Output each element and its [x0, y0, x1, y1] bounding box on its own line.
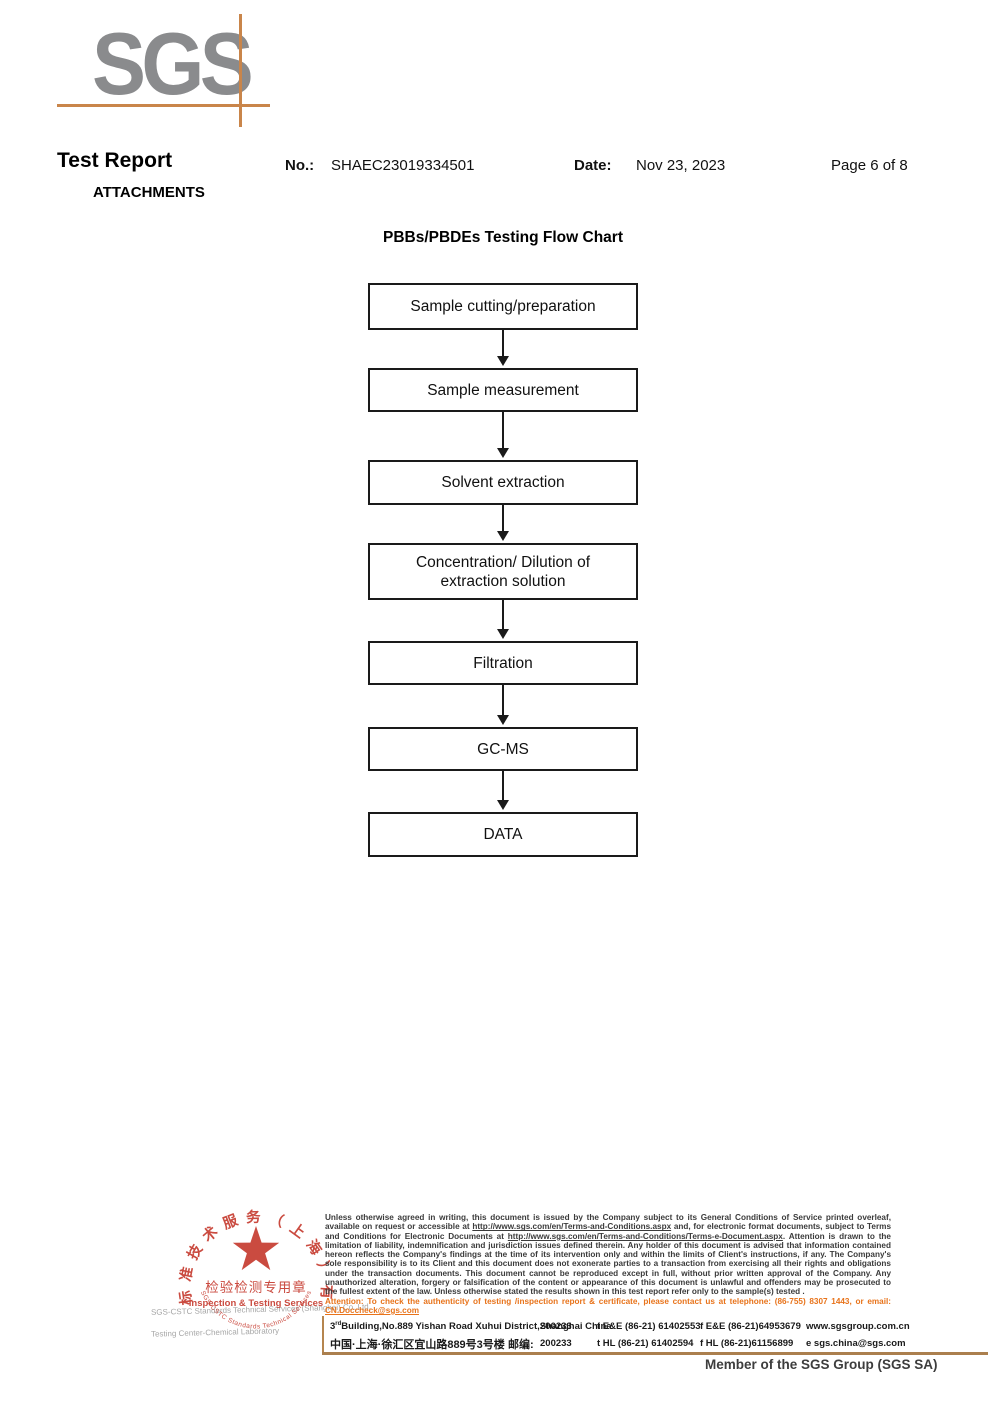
address-en-number: 3: [330, 1321, 336, 1333]
member-note: Member of the SGS Group (SGS SA): [705, 1357, 938, 1372]
flow-step-label: GC-MS: [477, 740, 529, 758]
page-indicator: Page 6 of 8: [831, 157, 908, 174]
terms-link-2[interactable]: http://www.sgs.com/en/Terms-and-Conditio…: [507, 1231, 783, 1241]
flow-arrow: [502, 685, 504, 716]
footer-vertical-line: [322, 1316, 324, 1353]
stamp-ring-bottom-text: SGS-CSTC Standards Technical Services: [199, 1289, 313, 1330]
date-label: Date:: [574, 157, 612, 174]
flow-arrow-head-icon: [497, 629, 509, 639]
phone-ee: t E&E (86-21) 61402553: [597, 1321, 701, 1332]
legal-text-1: Unless otherwise agreed in writing, this…: [325, 1213, 891, 1232]
flow-arrow: [502, 600, 504, 630]
flow-step-box: GC-MS: [368, 727, 638, 771]
flow-arrow: [502, 412, 504, 449]
flow-arrow-head-icon: [497, 715, 509, 725]
report-no-label: No.:: [285, 157, 315, 174]
attachments-label: ATTACHMENTS: [93, 184, 205, 201]
website-url[interactable]: www.sgsgroup.com.cn: [806, 1321, 910, 1332]
footer-divider-line: [322, 1352, 988, 1355]
page-title: Test Report: [57, 149, 173, 172]
stamp-star-icon: [232, 1226, 280, 1271]
flow-arrow-head-icon: [497, 356, 509, 366]
postal-label-cn: 邮编:: [508, 1339, 534, 1351]
sgs-logo: SGS: [92, 14, 254, 113]
stamp-inner-en: Inspection & Testing Services: [189, 1298, 323, 1309]
flow-step-box: Filtration: [368, 641, 638, 685]
flow-arrow-head-icon: [497, 800, 509, 810]
flow-step-label: Concentration/ Dilution of extraction so…: [415, 553, 591, 590]
postal-code-cn: 200233: [540, 1338, 572, 1349]
postal-code-en: 200233: [540, 1321, 572, 1332]
address-en-ordinal: rd: [335, 1321, 342, 1327]
doccheck-email-link[interactable]: CN.Doccheck@sgs.com: [325, 1305, 419, 1315]
date-value: Nov 23, 2023: [636, 157, 726, 174]
phone-hl: t HL (86-21) 61402594: [597, 1338, 694, 1349]
legal-text-3: . Attention is drawn to the limitation o…: [325, 1231, 891, 1297]
flow-step-label: Solvent extraction: [441, 474, 565, 491]
legal-text-2: and, for electronic format documents, su…: [325, 1222, 891, 1241]
flow-arrow: [502, 505, 504, 532]
address-en: 3rdBuilding,No.889 Yishan Road Xuhui Dis…: [330, 1321, 612, 1332]
email-address[interactable]: e sgs.china@sgs.com: [806, 1338, 906, 1349]
logo-vertical-line: [239, 14, 242, 127]
terms-link-1[interactable]: http://www.sgs.com/en/Terms-and-Conditio…: [472, 1222, 672, 1232]
flow-step-box: Sample measurement: [368, 368, 638, 412]
flow-arrow-head-icon: [497, 531, 509, 541]
fax-ee: f E&E (86-21)64953679: [700, 1321, 801, 1332]
report-no-value: SHAEC23019334501: [331, 157, 475, 174]
address-en-text: Building,No.889 Yishan Road Xuhui Distri…: [341, 1321, 612, 1333]
flow-step-label: Filtration: [473, 654, 533, 672]
flow-arrow: [502, 771, 504, 801]
flow-step-box: Concentration/ Dilution of extraction so…: [368, 543, 638, 600]
flowchart-title: PBBs/PBDEs Testing Flow Chart: [383, 229, 623, 246]
address-cn: 中国·上海·徐汇区宜山路889号3号楼: [330, 1339, 505, 1351]
flow-step-label: Sample cutting/preparation: [410, 298, 596, 315]
flow-step-label: DATA: [483, 826, 523, 843]
fax-hl: f HL (86-21)61156899: [700, 1338, 794, 1349]
flow-step-box: DATA: [368, 812, 638, 857]
flow-step-box: Sample cutting/preparation: [368, 283, 638, 330]
logo-horizontal-line: [57, 104, 270, 107]
flow-arrow: [502, 330, 504, 357]
legal-paragraph: Unless otherwise agreed in writing, this…: [325, 1213, 891, 1315]
flow-step-box: Solvent extraction: [368, 460, 638, 505]
flow-arrow-head-icon: [497, 448, 509, 458]
attention-note: Attention: To check the authenticity of …: [325, 1296, 891, 1306]
company-stamp: 标准技术服务（上海）有限公司 SGS-CSTC Standards Techni…: [148, 1192, 336, 1330]
stamp-inner-cn: 检验检测专用章: [205, 1279, 307, 1295]
flow-step-label: Sample measurement: [427, 381, 579, 399]
